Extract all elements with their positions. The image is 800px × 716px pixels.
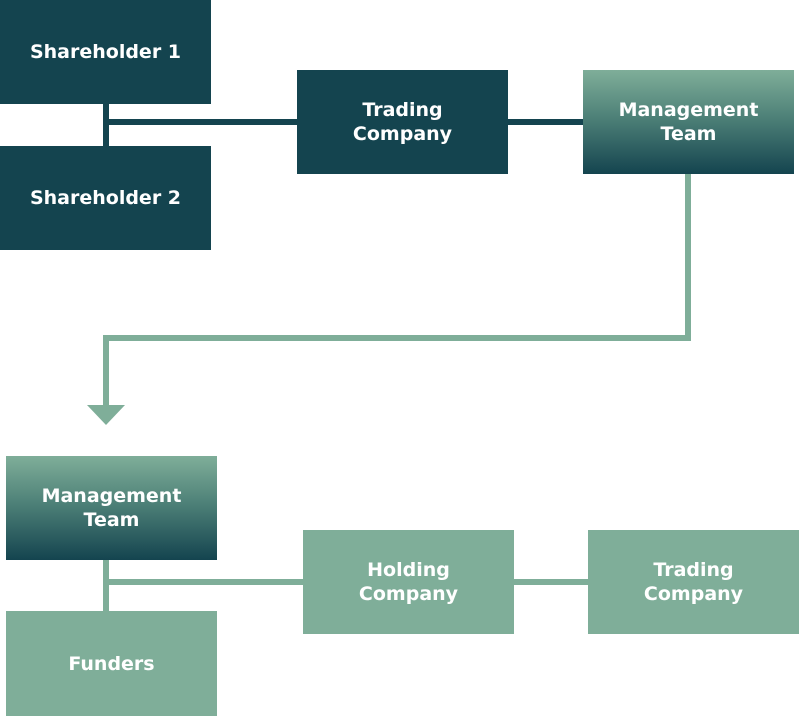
connector-holding-trading bbox=[514, 579, 588, 585]
node-label-line-1: Trading bbox=[362, 99, 443, 121]
flow-line-vertical-left bbox=[103, 335, 109, 407]
node-shareholder-2: Shareholder 2 bbox=[0, 146, 211, 250]
connector-management-funders bbox=[103, 560, 109, 611]
node-label-line-1: Holding bbox=[367, 559, 450, 581]
flow-line-vertical-right bbox=[685, 174, 691, 341]
node-label-line-2: Company bbox=[352, 123, 453, 145]
connector-management-holding bbox=[106, 579, 303, 585]
node-label-line-2: Company bbox=[358, 583, 459, 605]
node-label-line-1: Management bbox=[41, 485, 182, 507]
connector-shareholders bbox=[103, 104, 109, 146]
node-holding-company: Holding Company bbox=[303, 530, 514, 634]
node-label: Shareholder 1 bbox=[29, 41, 182, 63]
node-trading-company-top: Trading Company bbox=[297, 70, 508, 174]
node-label: Shareholder 2 bbox=[29, 187, 182, 209]
node-management-team-top: Management Team bbox=[583, 70, 794, 174]
connector-trading-management bbox=[508, 119, 583, 125]
node-label-line-2: Company bbox=[643, 583, 744, 605]
node-funders: Funders bbox=[6, 611, 217, 716]
arrow-down-icon bbox=[87, 405, 125, 425]
node-label: Funders bbox=[68, 652, 155, 675]
node-label-line-2: Team bbox=[660, 123, 717, 145]
flow-line-horizontal bbox=[103, 335, 691, 341]
node-label-line-2: Team bbox=[83, 509, 140, 531]
node-management-team-bottom: Management Team bbox=[6, 456, 217, 560]
node-trading-company-bottom: Trading Company bbox=[588, 530, 799, 634]
node-label-line-1: Trading bbox=[653, 559, 734, 581]
connector-shareholders-trading bbox=[106, 119, 297, 125]
node-label-line-1: Management bbox=[618, 99, 759, 121]
node-shareholder-1: Shareholder 1 bbox=[0, 0, 211, 104]
